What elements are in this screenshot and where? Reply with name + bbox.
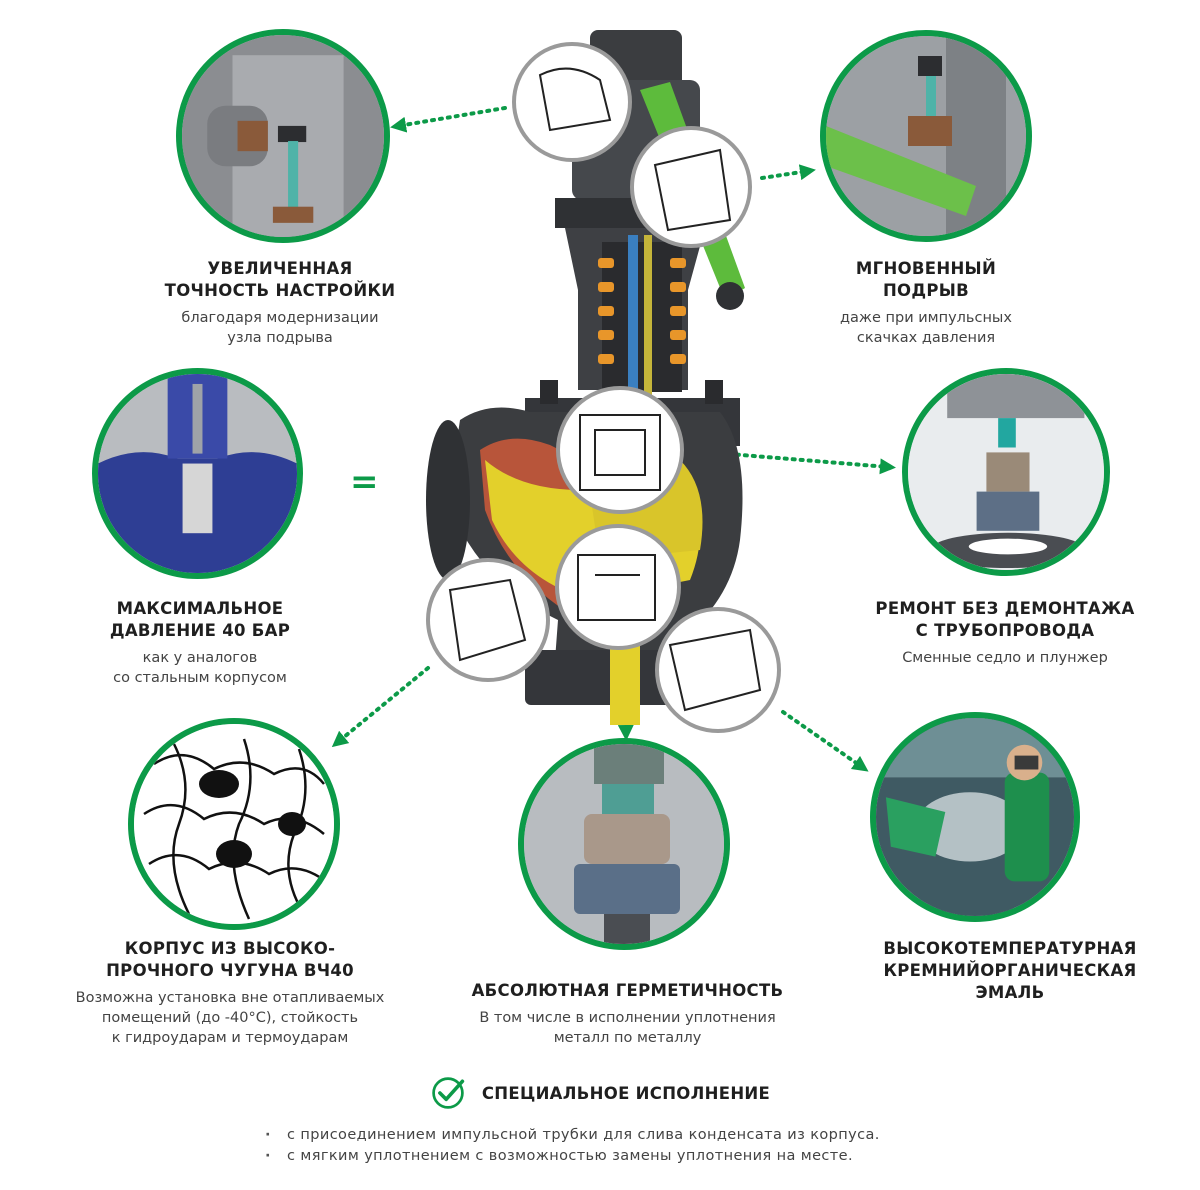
- equals-sign: =: [350, 462, 379, 502]
- feature-desc: как у аналогов со стальным корпусом: [113, 650, 287, 686]
- feature-pressure: МАКСИМАЛЬНОЕ ДАВЛЕНИЕ 40 БАР как у анало…: [40, 598, 360, 688]
- feature-desc: даже при импульсных скачках давления: [840, 310, 1012, 346]
- check-icon: [432, 1077, 465, 1109]
- feature-repair: РЕМОНТ БЕЗ ДЕМОНТАЖА С ТРУБОПРОВОДА Смен…: [830, 598, 1180, 668]
- feature-body: КОРПУС ИЗ ВЫСОКО- ПРОЧНОГО ЧУГУНА ВЧ40 В…: [35, 938, 425, 1048]
- special-title: СПЕЦИАЛЬНОЕ ИСПОЛНЕНИЕ: [481, 1083, 771, 1103]
- feature-title: УВЕЛИЧЕННАЯ ТОЧНОСТЬ НАСТРОЙКИ: [164, 259, 396, 300]
- feature-title: АБСОЛЮТНАЯ ГЕРМЕТИЧНОСТЬ: [471, 981, 784, 1000]
- feature-title: ВЫСОКОТЕМПЕРАТУРНАЯ КРЕМНИЙОРГАНИЧЕСКАЯ …: [883, 939, 1137, 1002]
- feature-desc: Возможна установка вне отапливаемых поме…: [75, 990, 385, 1046]
- enamel-detail-image: [870, 712, 1080, 922]
- feature-desc: Сменные седло и плунжер: [902, 650, 1108, 666]
- body-detail-image: [128, 718, 340, 930]
- valve-cutaway-illustration: [426, 30, 781, 733]
- feature-title: РЕМОНТ БЕЗ ДЕМОНТАЖА С ТРУБОПРОВОДА: [875, 599, 1135, 640]
- pressure-detail-image: [92, 368, 303, 579]
- special-execution-heading: СПЕЦИАЛЬНОЕ ИСПОЛНЕНИЕ: [0, 1075, 1200, 1116]
- list-item: с мягким уплотнением с возможностью заме…: [265, 1146, 880, 1167]
- feature-instant: МГНОВЕННЫЙ ПОДРЫВ даже при импульсных ск…: [776, 258, 1076, 348]
- repair-detail-image: [902, 368, 1110, 576]
- accuracy-detail-image: [176, 29, 390, 243]
- list-item: с присоединением импульсной трубки для с…: [265, 1125, 880, 1146]
- instant-detail-image: [820, 30, 1032, 242]
- special-list: с присоединением импульсной трубки для с…: [265, 1125, 880, 1167]
- feature-title: МАКСИМАЛЬНОЕ ДАВЛЕНИЕ 40 БАР: [109, 599, 291, 640]
- feature-accuracy: УВЕЛИЧЕННАЯ ТОЧНОСТЬ НАСТРОЙКИ благодаря…: [110, 258, 450, 348]
- sealing-detail-image: [518, 738, 730, 950]
- feature-desc: благодаря модернизации узла подрыва: [181, 310, 379, 346]
- feature-title: МГНОВЕННЫЙ ПОДРЫВ: [855, 259, 997, 300]
- feature-sealing: АБСОЛЮТНАЯ ГЕРМЕТИЧНОСТЬ В том числе в и…: [430, 980, 825, 1048]
- feature-enamel: ВЫСОКОТЕМПЕРАТУРНАЯ КРЕМНИЙОРГАНИЧЕСКАЯ …: [820, 938, 1200, 1004]
- feature-desc: В том числе в исполнении уплотнения мета…: [479, 1010, 776, 1046]
- feature-title: КОРПУС ИЗ ВЫСОКО- ПРОЧНОГО ЧУГУНА ВЧ40: [106, 939, 354, 980]
